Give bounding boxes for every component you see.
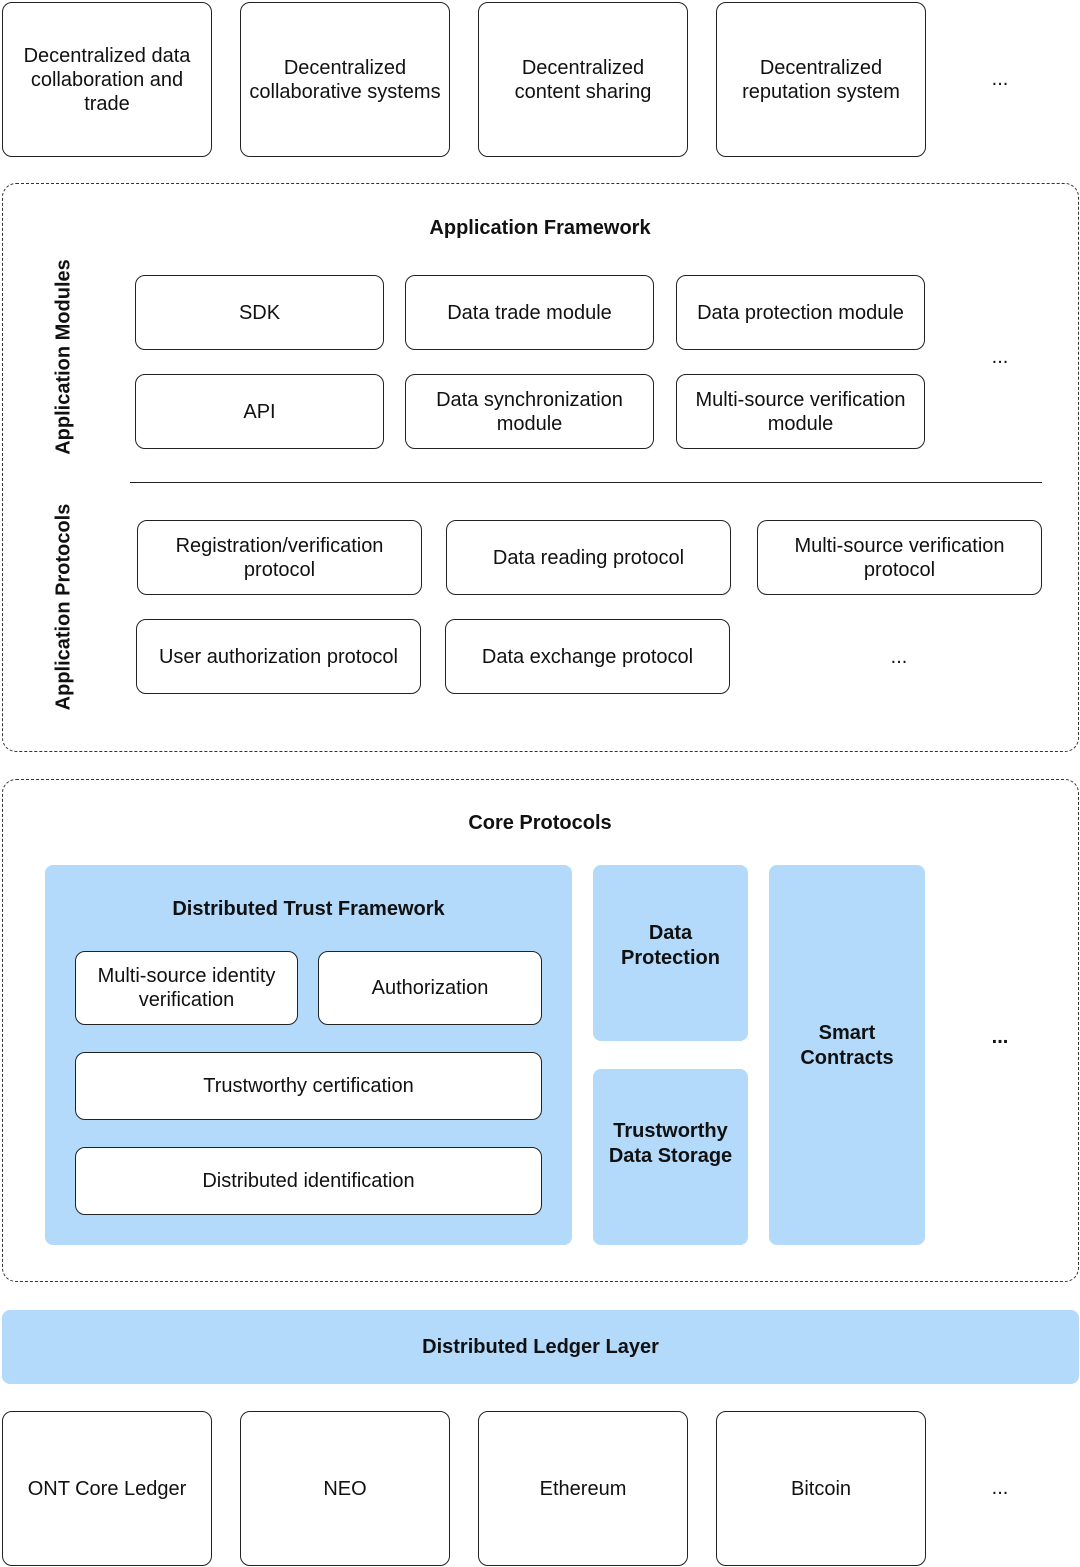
module-label: API <box>243 400 276 423</box>
protocol-multi-source-verification: Multi-source verification protocol <box>757 520 1042 595</box>
data-protection-label: Data Protection <box>621 922 720 969</box>
applications-ellipsis: ... <box>991 68 1009 90</box>
ledger-bitcoin: Bitcoin <box>716 1411 926 1566</box>
protocol-user-authorization: User authorization protocol <box>136 619 421 694</box>
application-box-collaborative-systems: Decentralized collaborative systems <box>240 2 450 157</box>
application-box-data-collaboration: Decentralized data collaboration and tra… <box>2 2 212 157</box>
ledger-neo: NEO <box>240 1411 450 1566</box>
application-protocols-label: Application Protocols <box>52 503 75 711</box>
trustworthy-data-storage-label: Trustworthy Data Storage <box>608 1120 733 1167</box>
application-label: Decentralized content sharing <box>514 56 652 103</box>
dtf-authorization: Authorization <box>318 951 542 1025</box>
protocol-label: Registration/verification protocol <box>175 534 384 581</box>
protocol-data-reading: Data reading protocol <box>446 520 731 595</box>
dtf-item-label: Distributed identification <box>202 1170 415 1192</box>
ledgers-ellipsis: ... <box>991 1477 1009 1499</box>
ledger-label: Ethereum <box>539 1477 627 1500</box>
distributed-ledger-layer: Distributed Ledger Layer <box>2 1310 1079 1384</box>
application-label: Decentralized reputation system <box>742 56 900 103</box>
smart-contracts-block: Smart Contracts <box>769 865 925 1245</box>
module-label: Data synchronization module <box>436 388 623 435</box>
protocol-data-exchange: Data exchange protocol <box>445 619 730 694</box>
module-multi-source-verification: Multi-source verification module <box>676 374 925 449</box>
smart-contracts-label: Smart Contracts <box>800 1022 894 1069</box>
application-framework-title: Application Framework <box>429 217 651 239</box>
ledger-label: NEO <box>323 1477 367 1500</box>
dtf-multi-source-identity-verification: Multi-source identity verification <box>75 951 298 1025</box>
module-data-trade: Data trade module <box>405 275 654 350</box>
dtf-trustworthy-certification: Trustworthy certification <box>75 1052 542 1120</box>
module-label: Multi-source verification module <box>695 388 906 435</box>
distributed-ledger-layer-label: Distributed Ledger Layer <box>422 1335 659 1358</box>
module-data-synchronization: Data synchronization module <box>405 374 654 449</box>
application-box-reputation-system: Decentralized reputation system <box>716 2 926 157</box>
module-label: Data trade module <box>447 301 612 324</box>
protocol-registration-verification: Registration/verification protocol <box>137 520 422 595</box>
module-sdk: SDK <box>135 275 384 350</box>
ledger-label: Bitcoin <box>790 1477 852 1500</box>
application-label: Decentralized collaborative systems <box>249 56 441 103</box>
application-label: Decentralized data collaboration and tra… <box>23 44 191 115</box>
dtf-item-label: Multi-source identity verification <box>97 965 276 1011</box>
dtf-item-label: Authorization <box>371 977 489 999</box>
ledger-ont-core: ONT Core Ledger <box>2 1411 212 1566</box>
dtf-item-label: Trustworthy certification <box>203 1075 414 1097</box>
modules-protocols-divider <box>130 482 1042 483</box>
protocols-ellipsis: ... <box>890 646 908 668</box>
application-modules-label: Application Modules <box>52 259 75 455</box>
module-data-protection: Data protection module <box>676 275 925 350</box>
protocol-label: User authorization protocol <box>158 645 398 668</box>
protocol-label: Multi-source verification protocol <box>794 534 1005 581</box>
core-protocols-title: Core Protocols <box>468 812 612 834</box>
distributed-trust-framework-title: Distributed Trust Framework <box>172 898 445 920</box>
module-label: Data protection module <box>697 301 904 324</box>
application-framework-container <box>2 183 1079 752</box>
module-label: SDK <box>238 301 281 324</box>
data-protection-block: Data Protection <box>593 865 748 1041</box>
ledger-label: ONT Core Ledger <box>27 1477 187 1500</box>
protocol-label: Data exchange protocol <box>481 645 694 668</box>
core-ellipsis: ... <box>991 1026 1009 1048</box>
trustworthy-data-storage-block: Trustworthy Data Storage <box>593 1069 748 1245</box>
module-api: API <box>135 374 384 449</box>
modules-ellipsis: ... <box>991 346 1009 368</box>
dtf-distributed-identification: Distributed identification <box>75 1147 542 1215</box>
application-box-content-sharing: Decentralized content sharing <box>478 2 688 157</box>
protocol-label: Data reading protocol <box>492 546 685 569</box>
core-protocols-container <box>2 779 1079 1282</box>
ledger-ethereum: Ethereum <box>478 1411 688 1566</box>
